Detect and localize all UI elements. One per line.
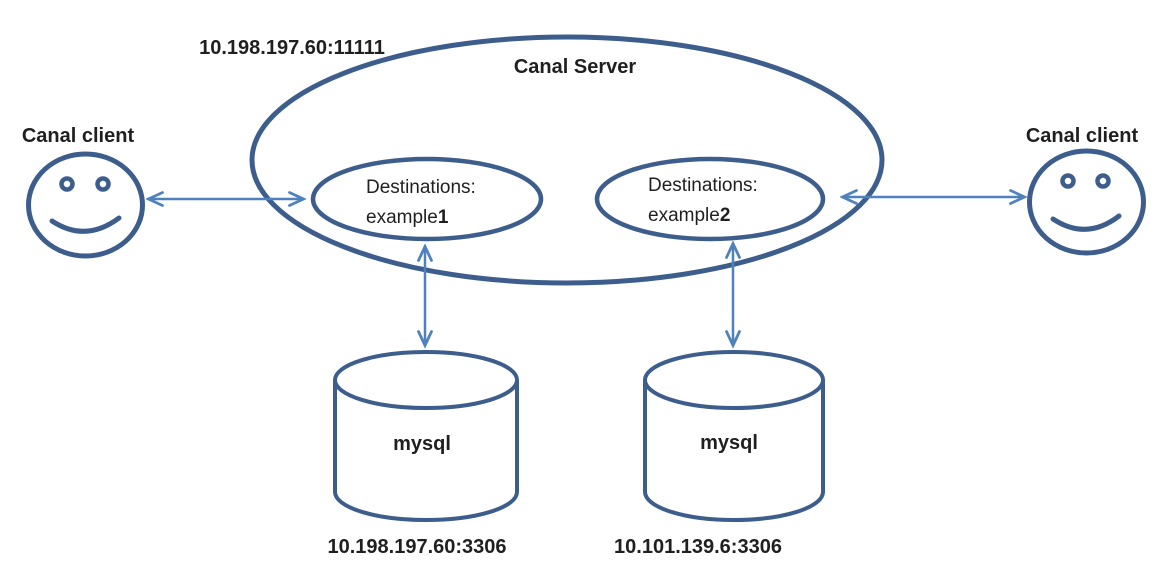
destination-example2-name: example2	[648, 205, 730, 226]
destination-example1-node: Destinations: example1	[310, 156, 544, 242]
destination-example2-node: Destinations: example2	[594, 156, 826, 242]
database-cylinder-top-icon	[333, 350, 519, 410]
destination-example2-name-prefix: example	[648, 205, 720, 226]
canal-client-right-label: Canal client	[1026, 125, 1139, 147]
smiley-right-eye-icon	[1095, 173, 1111, 189]
destination-example1-title: Destinations:	[366, 177, 476, 198]
smiley-face-icon	[26, 151, 145, 259]
mysql-left-label: mysql	[393, 433, 451, 455]
smiley-left-eye-icon	[59, 176, 75, 192]
destination-example1-name-prefix: example	[366, 207, 438, 228]
mysql-right-address: 10.101.139.6:3306	[614, 536, 782, 558]
canal-client-left: Canal client	[22, 125, 145, 259]
destination-example1-ellipse	[310, 156, 544, 242]
smiley-right-eye-icon	[95, 176, 111, 192]
destination-example1-name-number: 1	[438, 207, 449, 228]
canal-server-address-label: 10.198.197.60:11111	[199, 37, 385, 59]
destination-example2-ellipse	[594, 156, 826, 242]
mysql-right-label: mysql	[700, 432, 758, 454]
mysql-database-left: mysql 10.198.197.60:3306	[327, 350, 519, 558]
smiley-face-icon	[1027, 148, 1146, 256]
smiley-left-eye-icon	[1060, 173, 1076, 189]
mysql-left-address: 10.198.197.60:3306	[327, 536, 506, 558]
destination-example2-name-number: 2	[720, 205, 731, 226]
canal-client-right: Canal client	[1026, 125, 1146, 256]
database-cylinder-top-icon	[643, 350, 825, 410]
smiley-mouth-icon	[1050, 213, 1122, 232]
destination-example1-name: example1	[366, 207, 449, 228]
database-cylinder-body-icon	[333, 380, 519, 522]
canal-server-title: Canal Server	[514, 56, 637, 78]
mysql-database-right: mysql 10.101.139.6:3306	[614, 350, 825, 558]
smiley-mouth-icon	[49, 215, 122, 234]
canal-client-left-label: Canal client	[22, 125, 135, 147]
database-cylinder-body-icon	[643, 380, 825, 522]
destination-example2-title: Destinations:	[648, 175, 758, 196]
